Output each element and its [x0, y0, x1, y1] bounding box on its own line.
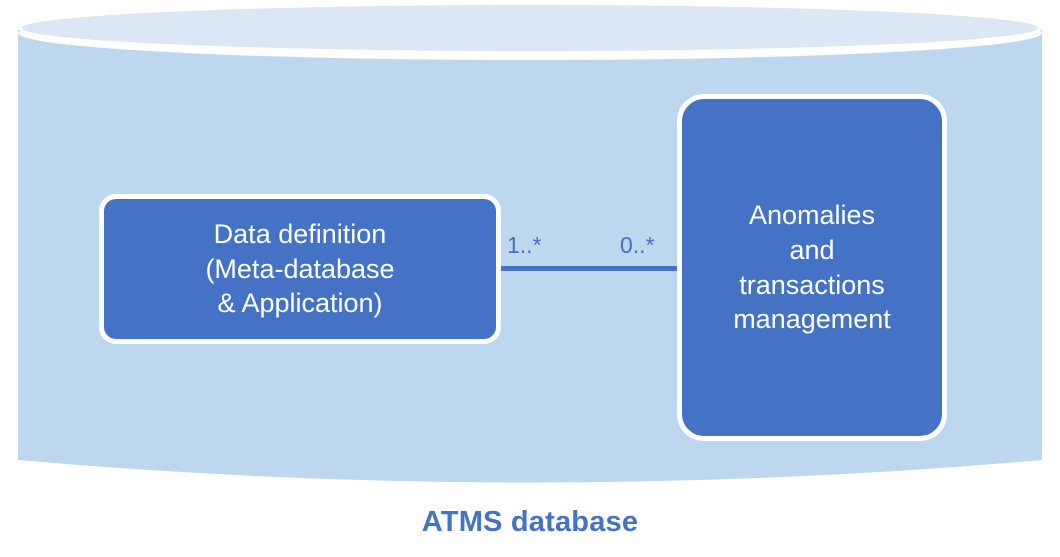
cylinder-top-ellipse: [22, 5, 1038, 51]
class-box-data-definition-label: Data definition (Meta-database & Applica…: [205, 219, 395, 319]
diagram-caption: ATMS database: [421, 506, 639, 538]
class-box-anomalies-transactions-label: Anomalies and transactions management: [733, 200, 891, 335]
multiplicity-label-source: 1..*: [507, 232, 542, 258]
association-connector: [499, 266, 679, 271]
class-box-data-definition[interactable]: Data definition (Meta-database & Applica…: [99, 194, 501, 344]
multiplicity-label-target: 0..*: [620, 232, 655, 258]
class-box-anomalies-transactions[interactable]: Anomalies and transactions management: [677, 94, 947, 441]
